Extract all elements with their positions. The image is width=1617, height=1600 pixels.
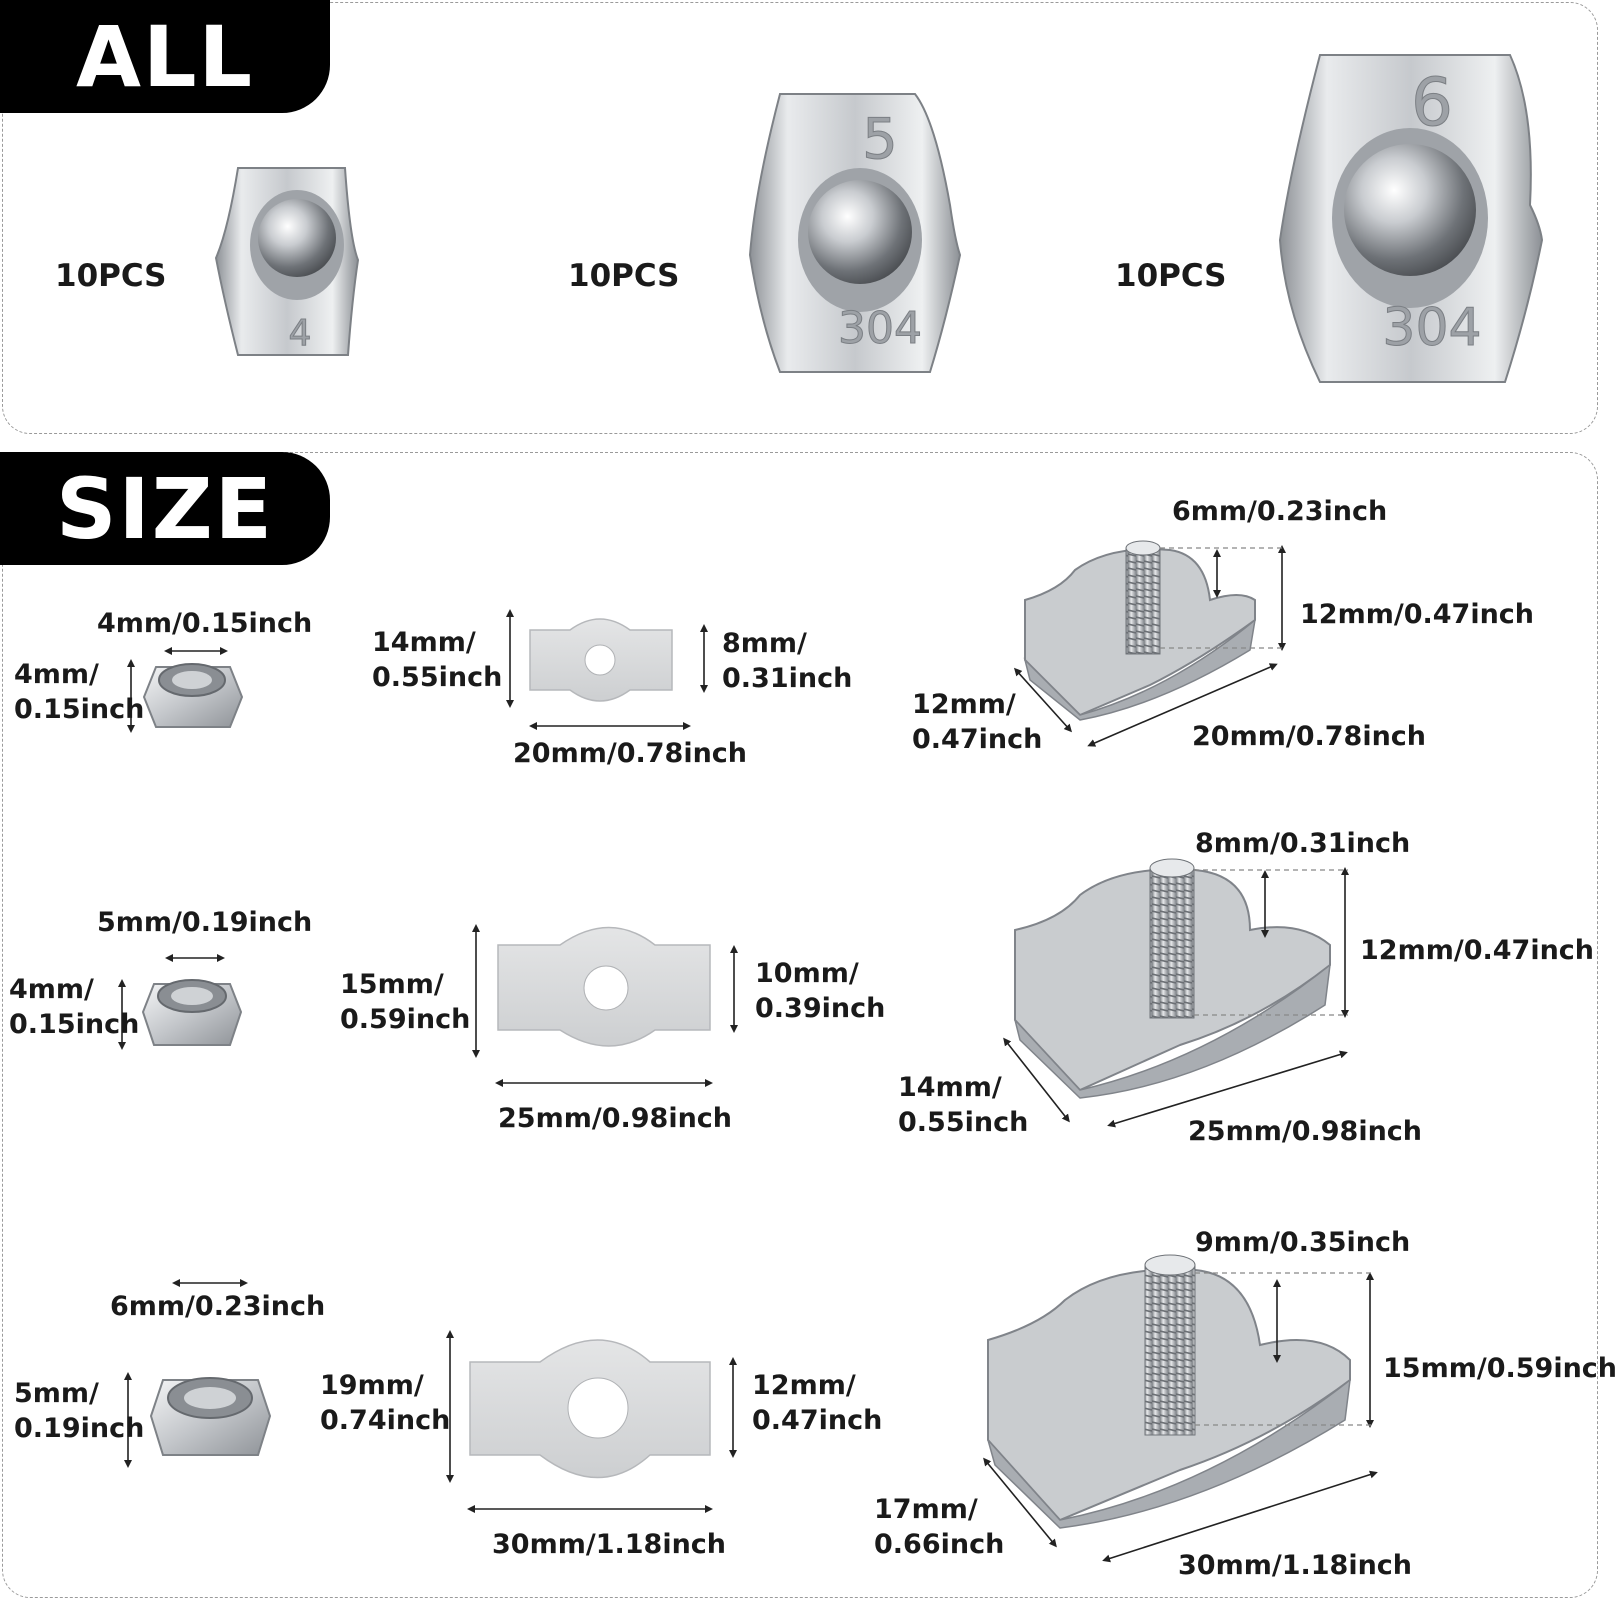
plate-length-label: 20mm/0.78inch [513, 738, 748, 769]
qty-medium: 10PCS [568, 258, 680, 294]
nut-width-label: 4mm/0.15inch [97, 608, 313, 639]
plate-height-label: 14mm/ 0.55inch [372, 627, 503, 693]
nut-height-label: 5mm/ 0.19inch [14, 1378, 145, 1444]
nut-width-label: 6mm/0.23inch [110, 1291, 326, 1322]
clip-depth-label: 14mm/ 0.55inch [898, 1072, 1029, 1138]
size-title: SIZE [0, 452, 330, 565]
clip-depth-label: 12mm/ 0.47inch [912, 689, 1043, 755]
clip-depth-label: 17mm/ 0.66inch [874, 1494, 1005, 1560]
clip-height-label: 12mm/0.47inch [1360, 935, 1595, 966]
clip-height-label: 12mm/0.47inch [1300, 599, 1535, 630]
clip-bolt-label: 6mm/0.23inch [1172, 496, 1388, 527]
nut-height-label: 4mm/ 0.15inch [9, 974, 140, 1040]
plate-height-label: 15mm/ 0.59inch [340, 969, 471, 1035]
clip-length-label: 30mm/1.18inch [1178, 1550, 1413, 1581]
material-mark-304-large: 304 [1382, 298, 1481, 358]
clip-side-small [1023, 540, 1257, 721]
qty-small: 10PCS [55, 258, 167, 294]
size-mark-5: 5 [862, 107, 898, 172]
all-title: ALL [0, 0, 330, 113]
plate-length-label: 25mm/0.98inch [498, 1103, 733, 1134]
clip-height-label: 15mm/0.59inch [1383, 1353, 1617, 1384]
plate-medium [497, 926, 711, 1047]
dimension-arrows [118, 545, 1378, 1563]
size-panel [2, 452, 1598, 1598]
nut-width-label: 5mm/0.19inch [97, 907, 313, 938]
nut-height-label: 4mm/ 0.15inch [14, 659, 145, 725]
plate-hole-label: 8mm/ 0.31inch [722, 628, 853, 694]
clip-bolt-label: 9mm/0.35inch [1195, 1227, 1411, 1258]
clip-front-small [214, 167, 360, 356]
material-mark-304-medium: 304 [838, 303, 922, 354]
all-panel [2, 2, 1598, 434]
plate-small [529, 618, 673, 702]
size-mark-4: 4 [289, 313, 312, 354]
clip-side-medium [1014, 858, 1331, 1099]
clip-length-label: 25mm/0.98inch [1188, 1116, 1423, 1147]
nut-large [149, 1377, 272, 1456]
nut-small [142, 663, 244, 728]
clip-length-label: 20mm/0.78inch [1192, 721, 1427, 752]
clip-bolt-label: 8mm/0.31inch [1195, 828, 1411, 859]
plate-large [469, 1339, 711, 1479]
plate-hole-label: 10mm/ 0.39inch [755, 958, 886, 1024]
clip-side-large [987, 1254, 1351, 1529]
plate-hole-label: 12mm/ 0.47inch [752, 1370, 883, 1436]
nut-medium [141, 979, 243, 1046]
clip-front-medium [748, 93, 962, 373]
qty-large: 10PCS [1115, 258, 1227, 294]
clip-front-large [1278, 54, 1544, 383]
plate-height-label: 19mm/ 0.74inch [320, 1370, 451, 1436]
dimension-guides [1160, 547, 1372, 1426]
plate-length-label: 30mm/1.18inch [492, 1529, 727, 1560]
size-mark-6: 6 [1411, 64, 1453, 141]
